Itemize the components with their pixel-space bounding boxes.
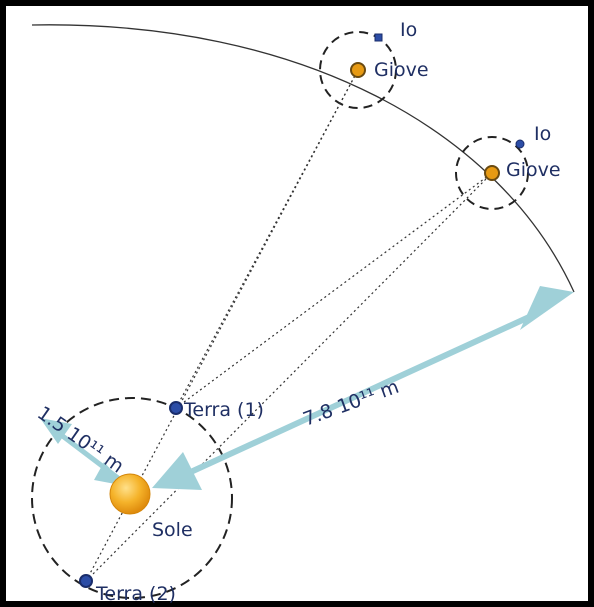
earth-orbit-circle <box>31 397 233 599</box>
sight-line-earth1-jupiter2 <box>175 172 493 409</box>
sight-line-earth2-jupiter2 <box>85 172 493 582</box>
earth2-label: Terra (2) <box>95 583 176 605</box>
io1-label: Io <box>400 19 417 41</box>
arrowhead-earth-outer <box>40 418 72 444</box>
io2-label: Io <box>534 123 551 145</box>
sun-label: Sole <box>152 519 193 541</box>
jupiter-radius-arrow <box>152 286 574 490</box>
earth1-label: Terra (1) <box>183 399 264 421</box>
jupiter-orbit-radius-label: 7.8 10¹¹ m <box>300 376 402 431</box>
io1-dot <box>374 33 383 42</box>
jupiter2-label: Giove <box>506 159 561 181</box>
jupiter1-dot <box>350 62 366 78</box>
jupiter-orbit-arc <box>31 24 575 293</box>
jupiter2-moon-orbit <box>455 136 529 210</box>
earth1-dot <box>169 401 183 415</box>
arrowhead-outer <box>520 286 574 330</box>
jupiter2-dot <box>484 165 500 181</box>
sight-line-earth1-jupiter1 <box>175 69 359 409</box>
sun <box>109 473 151 515</box>
arrowhead-inner <box>152 452 202 490</box>
jupiter1-moon-orbit <box>319 31 397 109</box>
io2-dot <box>515 139 525 149</box>
earth2-dot <box>79 574 93 588</box>
jupiter1-label: Giove <box>374 59 429 81</box>
earth-orbit-radius-label: 1.5 10¹¹ m <box>33 402 128 478</box>
